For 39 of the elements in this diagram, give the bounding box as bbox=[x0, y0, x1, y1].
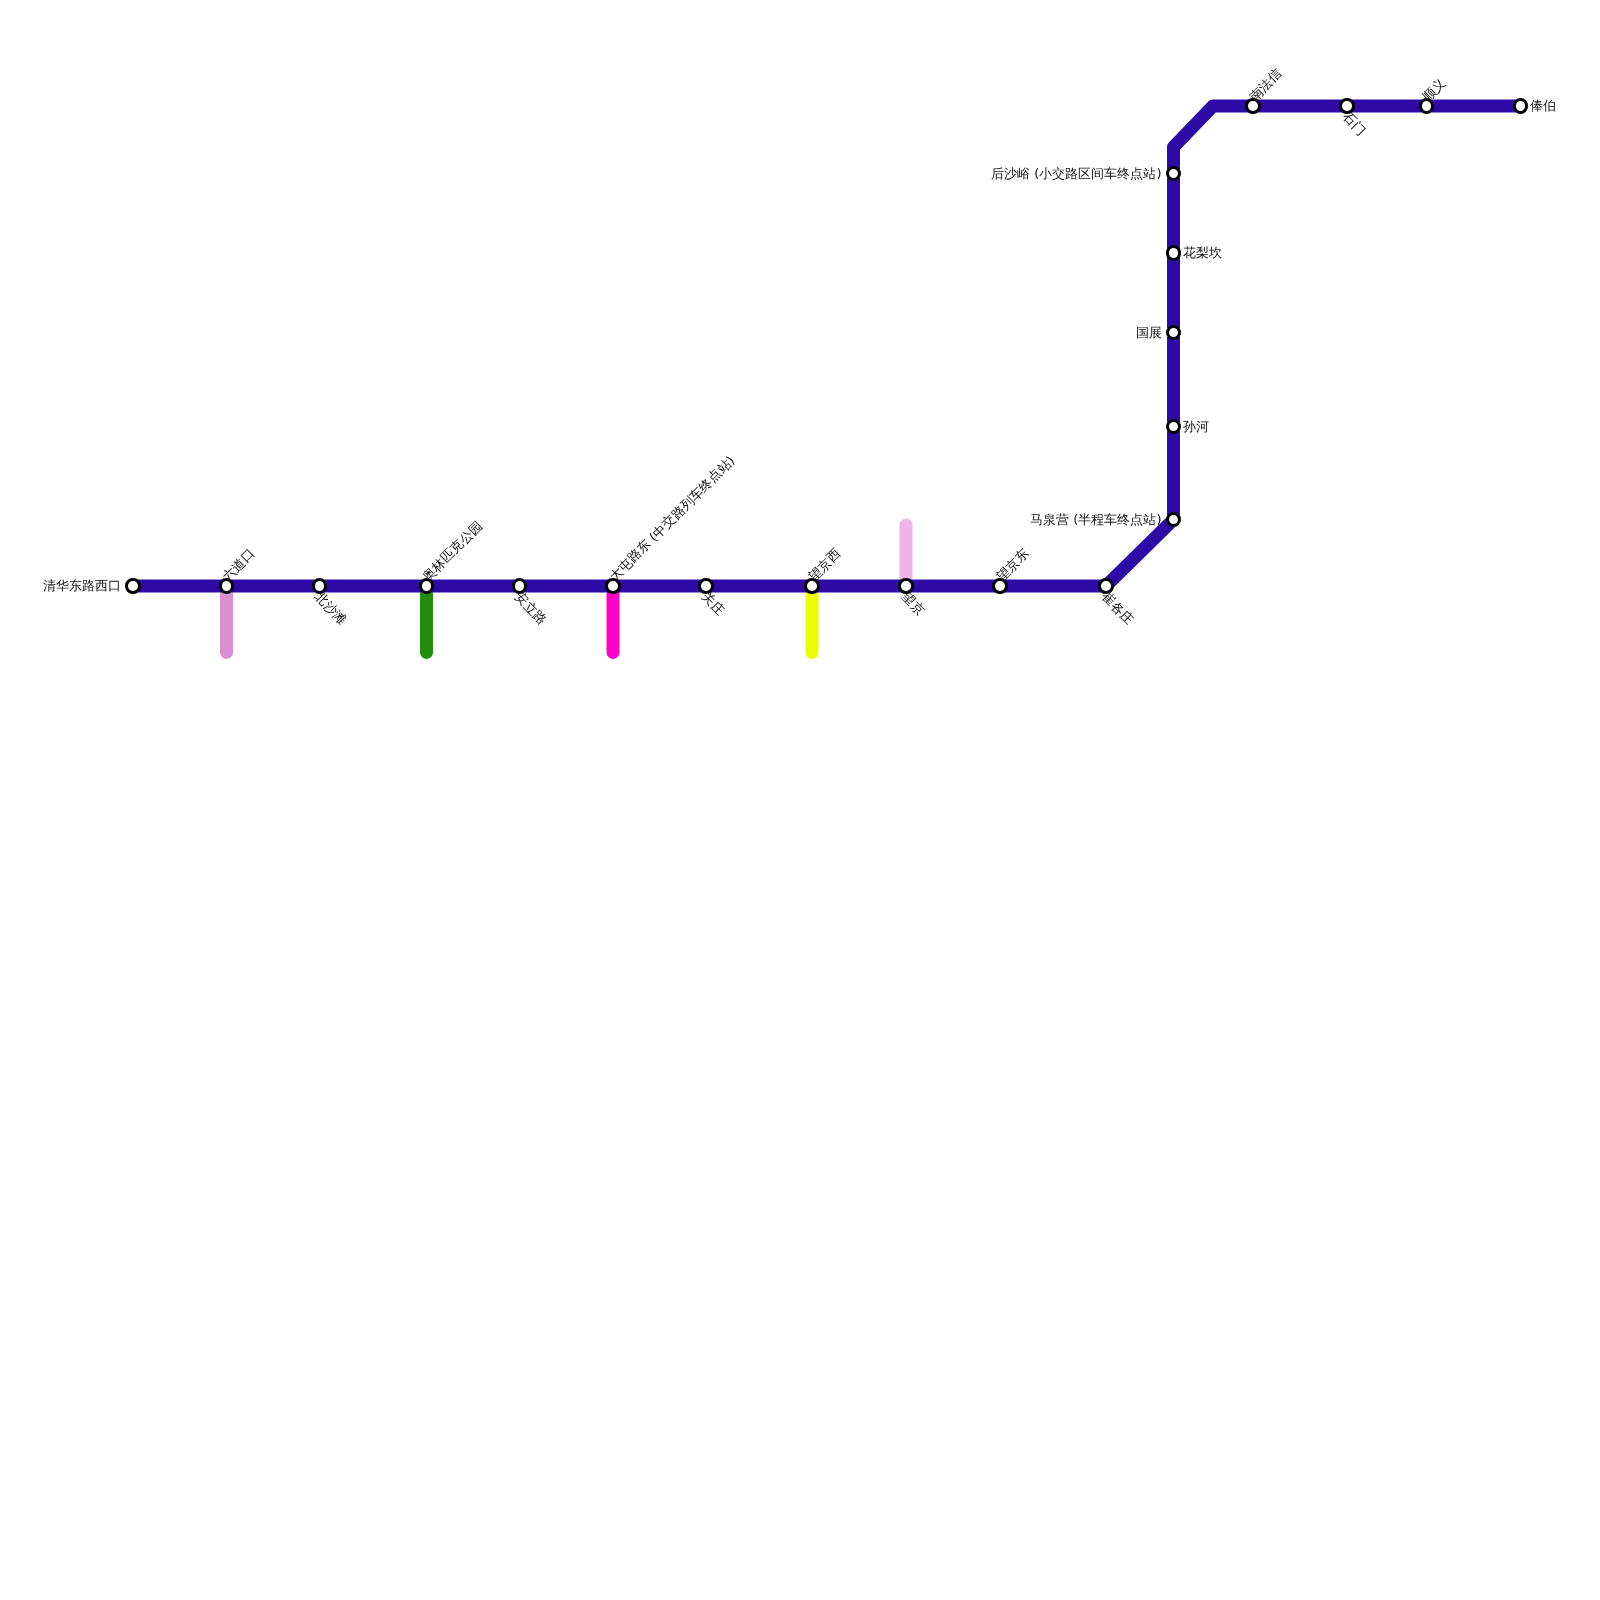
station-label: 大屯路东 (中交路列车终点站) bbox=[606, 453, 738, 584]
station-label: 安立路 bbox=[511, 589, 551, 628]
metro-line-segment bbox=[617, 579, 702, 593]
metro-line-segment bbox=[523, 579, 609, 593]
station-label: 望京西 bbox=[805, 545, 844, 584]
station-label: 俸伯 bbox=[1530, 98, 1557, 114]
metro-line-segment bbox=[137, 579, 223, 593]
station-label: 马泉营 (半程车终点站) bbox=[1030, 512, 1162, 527]
metro-line-segment bbox=[430, 579, 516, 593]
station-label: 清华东路西口 bbox=[43, 578, 121, 594]
metro-line-segment bbox=[1167, 99, 1249, 170]
metro-line-segment bbox=[323, 579, 423, 593]
station-label: 顺义 bbox=[1419, 75, 1449, 104]
station-label: 崔各庄 bbox=[1098, 589, 1137, 628]
metro-line-segment bbox=[1167, 430, 1180, 516]
metro-line-segment bbox=[1167, 177, 1180, 249]
metro-line-segment bbox=[910, 579, 996, 593]
station-label: 望京东 bbox=[993, 545, 1032, 584]
station-label: 国展 bbox=[1135, 325, 1162, 340]
station-label: 孙河 bbox=[1183, 419, 1210, 434]
station-label: 关庄 bbox=[698, 589, 728, 618]
metro-line-segment bbox=[816, 579, 902, 593]
station-label: 六道口 bbox=[219, 545, 259, 584]
station-label: 花梨坎 bbox=[1183, 245, 1223, 261]
station-label: 南法信 bbox=[1246, 65, 1285, 104]
station-label: 望京 bbox=[898, 589, 928, 618]
station-label: 北沙滩 bbox=[311, 589, 351, 628]
station-label: 后沙峪 (小交路区间车终点站) bbox=[991, 166, 1162, 181]
metro-line-segment bbox=[1167, 257, 1180, 329]
metro-line-segment bbox=[1351, 99, 1423, 113]
metro-line-segment bbox=[1257, 99, 1343, 113]
metro-line-segment bbox=[1104, 517, 1176, 588]
metro-line-segment bbox=[710, 579, 808, 593]
metro-line-segment bbox=[1004, 579, 1102, 593]
metro-line-segment bbox=[1430, 99, 1517, 113]
station-label: 石门 bbox=[1339, 109, 1369, 138]
metro-line-segment bbox=[230, 579, 316, 593]
metro-line-segment bbox=[1167, 336, 1180, 423]
station-label: 奥林匹克公园 bbox=[419, 518, 486, 584]
